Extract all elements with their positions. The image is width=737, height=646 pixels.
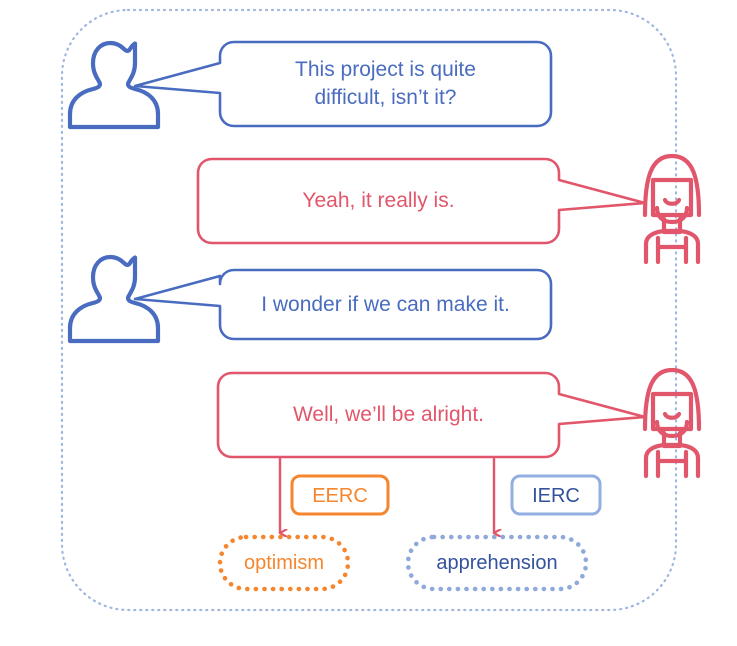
tag-box-ierc[interactable] (510, 474, 602, 516)
female-avatar-face (650, 391, 694, 432)
female-avatar-smile (662, 411, 682, 420)
female-avatar-smile (662, 197, 682, 206)
emotion-pill-optimism[interactable] (217, 534, 351, 592)
speaker-male-avatar-1 (67, 40, 161, 130)
female-avatar-icon (642, 367, 702, 432)
female-avatar-body (643, 228, 701, 265)
speech-bubble-4 (216, 371, 647, 459)
male-avatar-icon (67, 254, 161, 344)
female-avatar-body (643, 442, 701, 479)
speech-bubble-2-shape (196, 157, 647, 245)
male-avatar-icon (67, 40, 161, 130)
speech-bubble-4-shape (216, 371, 647, 459)
emotion-pill-apprehension[interactable] (405, 534, 589, 592)
speech-bubble-1 (133, 40, 553, 128)
female-avatar-icon (642, 153, 702, 218)
female-avatar-chin (654, 419, 690, 439)
female-avatar-face (650, 177, 694, 218)
speech-bubble-2 (196, 157, 647, 245)
speech-bubble-3-shape (133, 268, 553, 341)
female-avatar-torso (655, 449, 689, 479)
female-avatar-chin (654, 205, 690, 225)
speaker-female-avatar-2 (642, 367, 702, 479)
outer-frame (60, 8, 678, 612)
female-avatar-torso (655, 235, 689, 265)
speech-bubble-3 (133, 268, 553, 341)
speaker-female-avatar-1 (642, 153, 702, 265)
speaker-male-avatar-2 (67, 254, 161, 344)
speech-bubble-1-shape (133, 40, 553, 128)
tag-box-eerc[interactable] (290, 474, 390, 516)
